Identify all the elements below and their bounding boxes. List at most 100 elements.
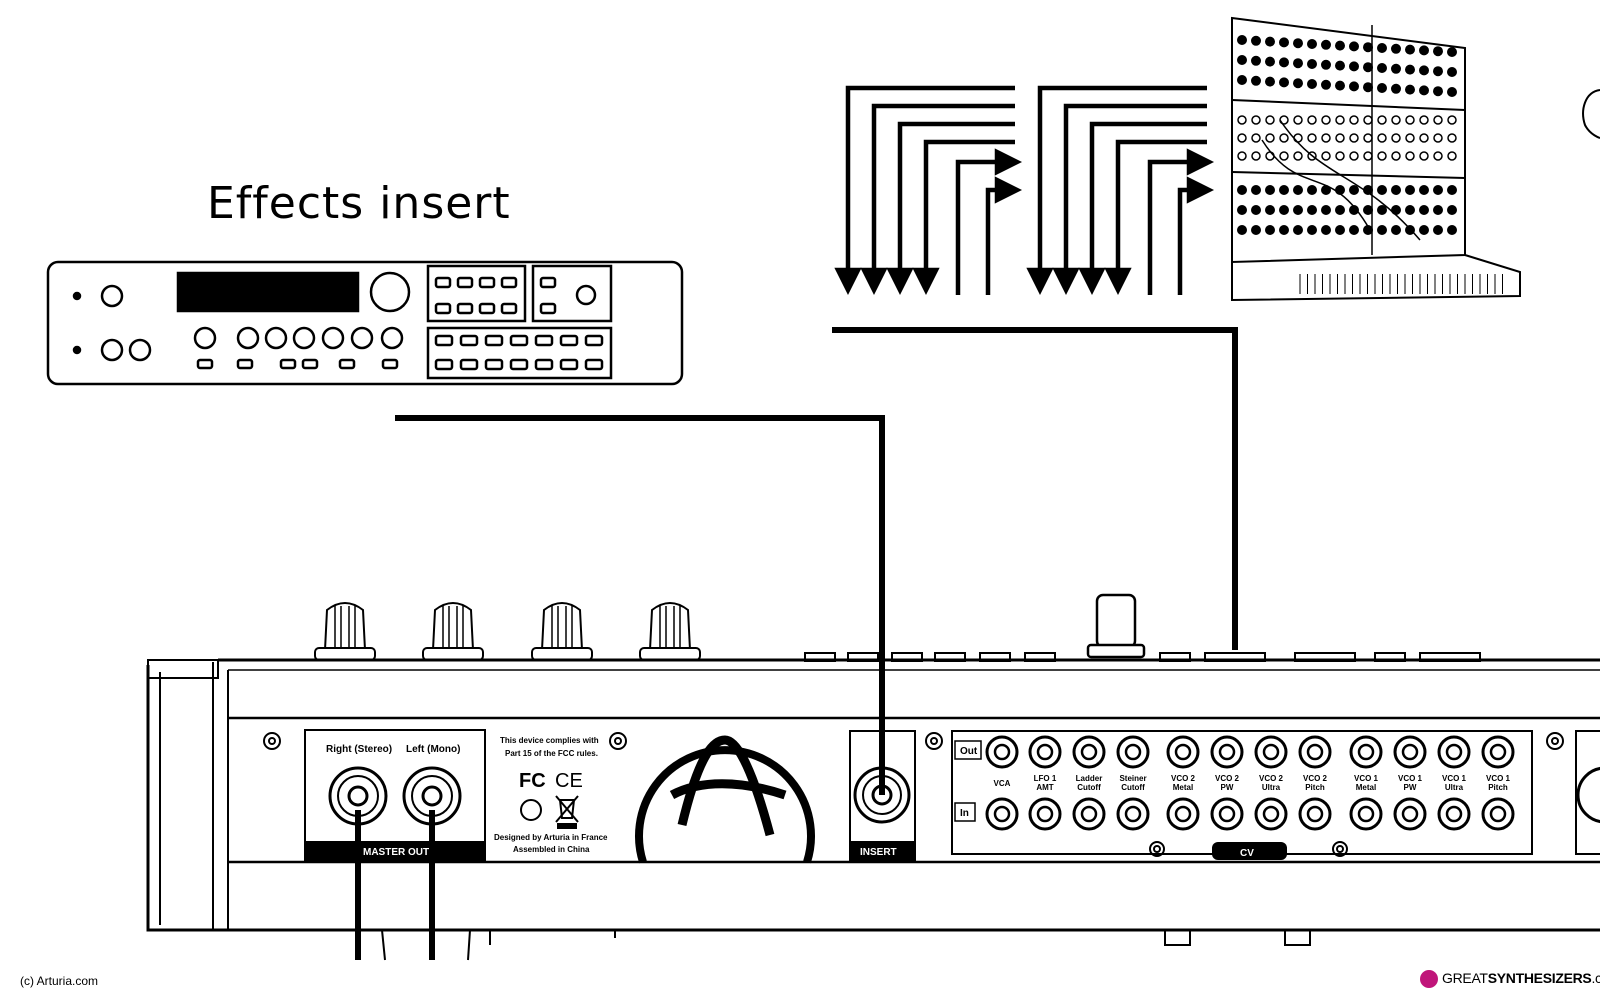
- rack-knob-icon: [193, 326, 217, 350]
- modular-knob-icon: [1447, 133, 1457, 143]
- rack-button: [500, 302, 518, 315]
- modular-knob-icon: [1279, 37, 1289, 48]
- modular-knob-icon: [1265, 56, 1275, 67]
- modular-knob-icon: [1391, 83, 1401, 94]
- cv-jack-icon: [1124, 805, 1142, 823]
- modular-knob-icon: [1349, 185, 1359, 195]
- cv-jack-icon: [1166, 735, 1200, 769]
- modular-knob-icon: [1293, 205, 1303, 215]
- modular-knob-icon: [1335, 225, 1345, 235]
- modular-knob-icon: [1265, 76, 1275, 87]
- modular-knob-icon: [1419, 115, 1429, 125]
- cv-jack-icon: [993, 805, 1011, 823]
- down-arrow-icon: [1104, 267, 1132, 296]
- modular-knob-icon: [1307, 151, 1317, 161]
- modular-knob-icon: [1265, 36, 1275, 47]
- watermark-suffix: .com: [1591, 970, 1600, 986]
- screw-icon: [268, 737, 276, 745]
- master-out-left-label: Left (Mono): [406, 744, 460, 755]
- modular-knob-icon: [1405, 115, 1415, 125]
- rack-button: [434, 358, 454, 371]
- weee-bin-icon: [555, 795, 579, 829]
- cv-jack-label: Steiner: [1119, 774, 1146, 783]
- modular-knob-icon: [1349, 115, 1359, 125]
- cv-jack-label: Metal: [1173, 783, 1193, 792]
- rack-button: [559, 358, 579, 371]
- modular-knob-icon: [1363, 151, 1373, 161]
- cv-jack-icon: [1349, 735, 1383, 769]
- rack-button: [478, 276, 496, 289]
- cv-jack-label: VCO 2: [1303, 774, 1328, 783]
- cv-jack-icon: [1298, 735, 1332, 769]
- cv-jack-icon: [1116, 797, 1150, 831]
- rack-button: [584, 358, 604, 371]
- cv-jack-icon: [1116, 735, 1150, 769]
- modular-knob-icon: [1433, 66, 1443, 77]
- cv-jack-icon: [985, 797, 1019, 831]
- cv-jack-icon: [1489, 743, 1507, 761]
- modular-knob-icon: [1349, 205, 1359, 215]
- rack-button: [338, 358, 356, 370]
- cv-jack-label: VCA: [994, 779, 1011, 788]
- cv-in-label: In: [960, 808, 969, 819]
- routing-line: [923, 139, 1015, 270]
- image-credit: (c) Arturia.com: [20, 974, 99, 988]
- compliance-block: This device complies with Part 15 of the…: [494, 736, 608, 854]
- cv-jack-icon: [1124, 743, 1142, 761]
- rack-button: [539, 276, 557, 289]
- modular-knob-icon: [1237, 75, 1247, 85]
- modular-knob-icon: [1279, 57, 1289, 68]
- down-arrow-icon: [860, 267, 888, 296]
- modular-knob-icon: [1251, 35, 1261, 46]
- modular-knob-icon: [1405, 151, 1415, 161]
- modular-knob-icon: [1321, 225, 1331, 235]
- rack-button: [196, 358, 214, 370]
- routing-line: [955, 159, 1001, 295]
- partial-instrument-outline: [1582, 89, 1600, 139]
- modular-knob-icon: [1377, 115, 1387, 125]
- modular-knob-icon: [1363, 62, 1373, 73]
- modular-knob-icon: [1251, 75, 1261, 86]
- modular-knob-icon: [1335, 40, 1345, 51]
- designed-by-text: Designed by Arturia in France: [494, 833, 608, 842]
- synth-knob-icon: [540, 602, 584, 651]
- cv-jack-icon: [1298, 797, 1332, 831]
- cv-jack-icon: [1210, 735, 1244, 769]
- modular-knob-icon: [1447, 87, 1457, 97]
- routing-line: [1063, 103, 1207, 270]
- routing-line: [845, 85, 1015, 270]
- cv-label: CV: [1240, 848, 1254, 859]
- rack-knob-icon: [350, 326, 374, 350]
- modular-knob-icon: [1307, 59, 1317, 69]
- modular-knob-icon: [1391, 63, 1401, 74]
- cv-jack-icon: [985, 735, 1019, 769]
- modular-knob-icon: [1419, 205, 1429, 215]
- modular-knob-icon: [1237, 55, 1247, 65]
- rack-knob-icon: [264, 326, 288, 350]
- cv-jack-icon: [1028, 797, 1062, 831]
- rack-button: [584, 334, 604, 347]
- cv-jack-icon: [1072, 735, 1106, 769]
- modular-knob-icon: [1335, 151, 1345, 161]
- cv-jack-icon: [1036, 805, 1054, 823]
- modular-knob-icon: [1335, 205, 1345, 215]
- modular-knob-icon: [1321, 59, 1331, 70]
- modular-knob-icon: [1377, 43, 1387, 53]
- synth-knob-icon: [431, 602, 475, 651]
- rack-knob-icon: [292, 326, 316, 350]
- modular-knob-icon: [1433, 46, 1443, 57]
- diagram-title: Effects insert: [207, 178, 511, 229]
- synth-top-buttons: [804, 652, 1481, 662]
- modular-knob-icon: [1307, 133, 1317, 143]
- modular-knob-icon: [1433, 86, 1443, 97]
- cv-jack-label: Cutoff: [1121, 783, 1145, 792]
- modular-knob-icon: [1251, 55, 1261, 66]
- modular-knob-icon: [1349, 81, 1359, 92]
- cv-cable: [832, 327, 1238, 650]
- cv-jack-icon: [1437, 797, 1471, 831]
- ce-logo: CE: [555, 770, 583, 792]
- rack-button: [484, 334, 504, 347]
- modular-knob-icon: [1349, 61, 1359, 72]
- modular-knob-icon: [1279, 133, 1289, 143]
- modular-knob-icon: [1307, 115, 1317, 125]
